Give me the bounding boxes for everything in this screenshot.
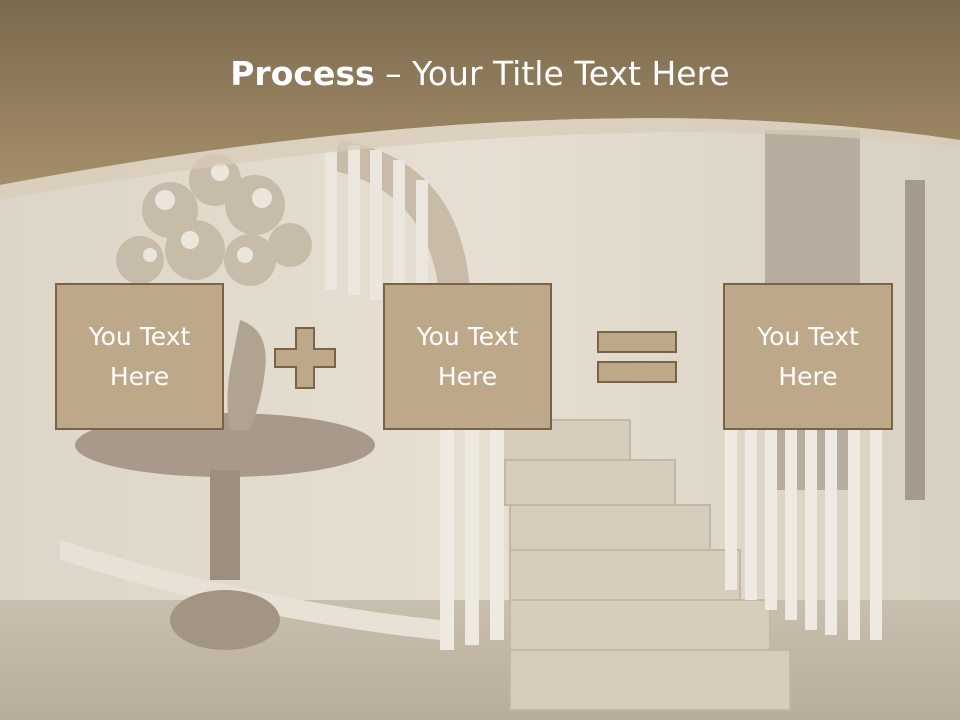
- title-bold: Process: [230, 54, 375, 93]
- process-box-2[interactable]: You Text Here: [383, 283, 552, 430]
- slide-title: Process – Your Title Text Here: [0, 52, 960, 96]
- process-box-2-text: You Text Here: [416, 321, 519, 391]
- equals-icon: [597, 331, 677, 383]
- process-box-1-text: You Text Here: [88, 321, 191, 391]
- process-box-1[interactable]: You Text Here: [55, 283, 224, 430]
- title-rest: – Your Title Text Here: [374, 54, 730, 93]
- plus-icon: [274, 327, 336, 389]
- process-box-3[interactable]: You Text Here: [723, 283, 893, 430]
- header-band: [0, 0, 960, 200]
- process-box-3-text: You Text Here: [757, 321, 859, 391]
